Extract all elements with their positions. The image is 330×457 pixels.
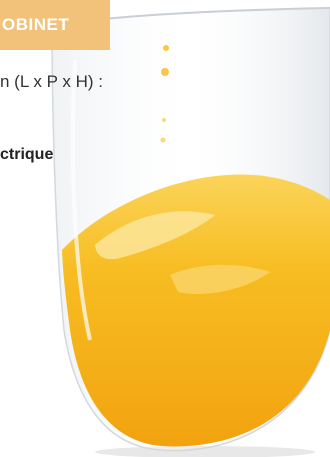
category-badge: OBINET: [0, 0, 110, 50]
feature-label: ctrique: [0, 146, 54, 163]
dimensions-label: n (L x P x H) :: [0, 72, 103, 91]
category-badge-label: OBINET: [2, 15, 70, 34]
